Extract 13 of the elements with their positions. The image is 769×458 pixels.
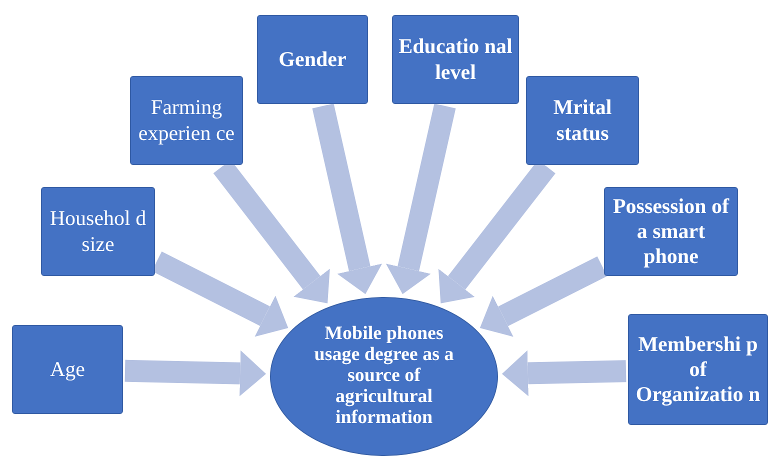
factor-box: Possession of a smart phone — [604, 187, 738, 276]
block-arrow — [312, 104, 382, 294]
block-arrow — [386, 104, 456, 294]
factor-box: Gender — [257, 15, 368, 104]
factor-box: Mrital status — [526, 76, 639, 165]
factor-box: Age — [12, 325, 123, 414]
factor-box: Educatio nal level — [392, 15, 519, 104]
factor-box: Househol d size — [41, 187, 155, 276]
outcome-ellipse: Mobile phones usage degree as a source of agricultural information — [270, 297, 498, 456]
factor-box: Farming experien ce — [130, 76, 243, 165]
factor-box: Membershi p of Organizatio n — [628, 314, 768, 425]
block-arrow — [502, 350, 626, 396]
block-arrow — [124, 350, 266, 396]
